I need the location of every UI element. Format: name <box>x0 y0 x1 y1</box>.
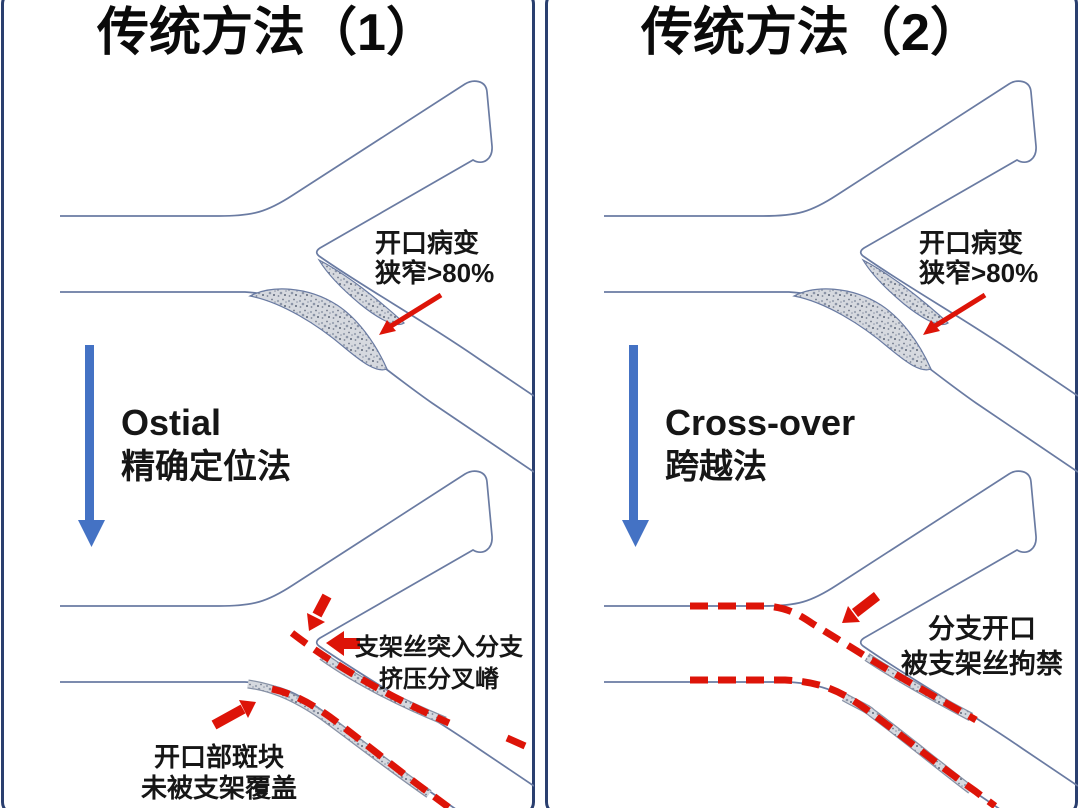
panel-title: 传统方法（2） <box>641 4 982 62</box>
method-name-zh: 精确定位法 <box>121 448 291 486</box>
panel-traditional-method-2: 传统方法（2） 开口病变 狭窄>80% Cross-over 跨越法 分支开口 … <box>545 0 1078 808</box>
stent-dashes-upper <box>289 630 451 727</box>
down-arrow-icon <box>78 345 105 547</box>
ostium-note: 开口部斑块 未被支架覆盖 <box>127 742 311 804</box>
method-label: Ostial 精确定位法 <box>121 400 291 489</box>
jailed-note-line2: 被支架丝拘禁 <box>901 649 1063 679</box>
crossover-stent-graphics <box>690 592 998 808</box>
vessel-diagram-crossover <box>603 80 1078 808</box>
jailed-ostium-note: 分支开口 被支架丝拘禁 <box>901 612 1063 682</box>
method-name-en: Cross-over <box>665 402 856 443</box>
lesion-label: 开口病变 狭窄>80% <box>919 228 1038 288</box>
stent-dash-tail <box>505 734 527 750</box>
stent-dashes-crossover <box>690 602 978 724</box>
jailed-ostium-arrow-icon <box>842 592 881 623</box>
panel-traditional-method-1: 传统方法（1） 开口病变 狭窄>80% Ostial 精确定位法 支架丝突入分支… <box>1 0 535 808</box>
stent-dashes-lower <box>271 685 454 808</box>
carina-arrow-icon <box>307 593 332 631</box>
ostium-note-line1: 开口部斑块 <box>153 742 284 772</box>
strut-block-arrow-icon <box>326 631 360 656</box>
lesion-label-line2: 狭窄>80% <box>375 258 495 288</box>
ostial-stent-graphics <box>211 593 527 808</box>
lesion-label-line1: 开口病变 <box>375 228 480 258</box>
stent-dashes-lower <box>690 676 998 808</box>
method-name-en: Ostial <box>121 402 222 443</box>
lesion-label-line2: 狭窄>80% <box>919 258 1039 288</box>
down-arrow-icon <box>622 345 649 547</box>
jailed-note-line1: 分支开口 <box>928 614 1036 644</box>
carina-note: 支架丝突入分支 挤压分叉嵴 <box>351 632 527 696</box>
panel-title: 传统方法（1） <box>97 4 438 62</box>
lesion-label-line1: 开口病变 <box>919 228 1024 258</box>
carina-note-line1: 支架丝突入分支 <box>355 634 523 661</box>
method-name-zh: 跨越法 <box>665 448 767 486</box>
ostium-arrow-icon <box>211 700 256 730</box>
vessel-diagram-ostial <box>59 80 534 808</box>
carina-note-line2: 挤压分叉嵴 <box>379 666 499 693</box>
method-label: Cross-over 跨越法 <box>665 400 855 489</box>
lesion-label: 开口病变 狭窄>80% <box>375 228 494 288</box>
ostium-note-line2: 未被支架覆盖 <box>140 773 297 803</box>
